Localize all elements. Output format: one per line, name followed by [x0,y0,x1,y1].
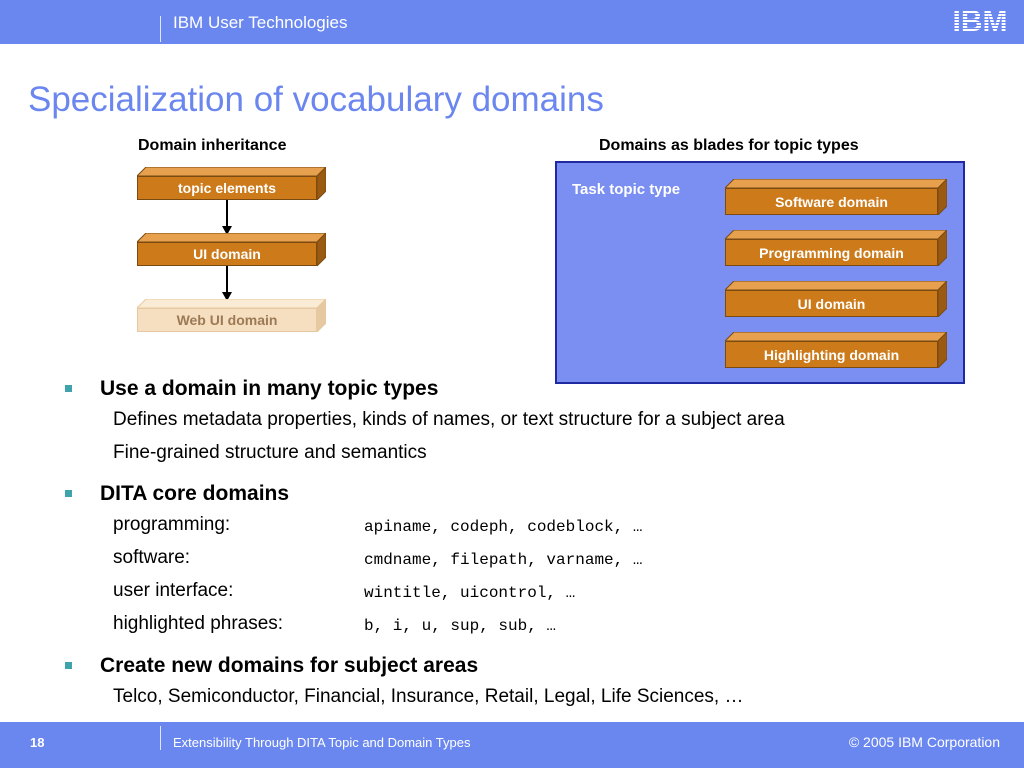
ibm-logo: IBM [953,5,1008,35]
box-label: UI domain [725,290,938,317]
bullet-line: Fine-grained structure and semantics [113,442,427,463]
bullet-heading-3: Create new domains for subject areas [100,654,479,677]
box-label: Web UI domain [137,308,317,332]
inheritance-heading: Domain inheritance [138,137,287,154]
box-side-face [938,332,947,368]
blades-heading: Domains as blades for topic types [599,137,859,154]
domain-row-label: highlighted phrases: [113,613,284,634]
bullet-heading-2: DITA core domains [100,482,290,505]
box-label: topic elements [137,176,317,200]
header-divider [160,16,161,42]
box-top-face [137,299,326,308]
box-side-face [938,281,947,317]
box-side-face [317,233,326,266]
blade-programming-domain: Programming domain [725,230,947,266]
box-side-face [317,299,326,332]
task-topic-label: Task topic type [572,181,681,198]
box-label: Programming domain [725,239,938,266]
page-number: 18 [30,735,45,750]
blade-highlighting-domain: Highlighting domain [725,332,947,368]
box-label: Highlighting domain [725,341,938,368]
domain-row-code: wintitle, uicontrol, … [364,584,576,602]
svg-text:IBM: IBM [953,5,1008,35]
inheritance-arrow-line [226,266,228,292]
footer-title: Extensibility Through DITA Topic and Dom… [173,735,471,750]
domain-row-code: apiname, codeph, codeblock, … [364,518,643,536]
box-top-face [725,230,947,239]
domain-row-code: cmdname, filepath, varname, … [364,551,643,569]
footer-divider [160,726,161,750]
domain-row-label: user interface: [113,580,234,601]
domain-row-code: b, i, u, sup, sub, … [364,617,557,635]
bullet-square-icon [65,662,72,669]
box-web-ui-domain: Web UI domain [137,299,326,332]
bullet-line: Defines metadata properties, kinds of na… [113,409,785,430]
copyright-notice: © 2005 IBM Corporation [848,734,1000,750]
arrow-down-icon [222,292,232,301]
box-top-face [137,233,326,242]
box-top-face [725,281,947,290]
box-side-face [938,230,947,266]
page-title: Specialization of vocabulary domains [28,80,604,119]
footer-bar: 18 Extensibility Through DITA Topic and … [0,722,1024,768]
bullet-square-icon [65,385,72,392]
box-topic-elements: topic elements [137,167,326,200]
box-top-face [725,332,947,341]
box-side-face [317,167,326,200]
blade-ui-domain: UI domain [725,281,947,317]
arrow-down-icon [222,226,232,235]
box-label: UI domain [137,242,317,266]
header-brand: IBM User Technologies [173,13,348,32]
bullet-heading-1: Use a domain in many topic types [100,377,439,400]
inheritance-arrow-line [226,200,228,226]
blade-software-domain: Software domain [725,179,947,215]
box-top-face [137,167,326,176]
bullet-square-icon [65,490,72,497]
domain-row-label: programming: [113,514,231,535]
box-label: Software domain [725,188,938,215]
box-ui-domain: UI domain [137,233,326,266]
header-bar: IBM User Technologies IBM [0,0,1024,44]
box-side-face [938,179,947,215]
bullet-line: Telco, Semiconductor, Financial, Insuran… [113,686,744,707]
box-top-face [725,179,947,188]
domain-row-label: software: [113,547,191,568]
